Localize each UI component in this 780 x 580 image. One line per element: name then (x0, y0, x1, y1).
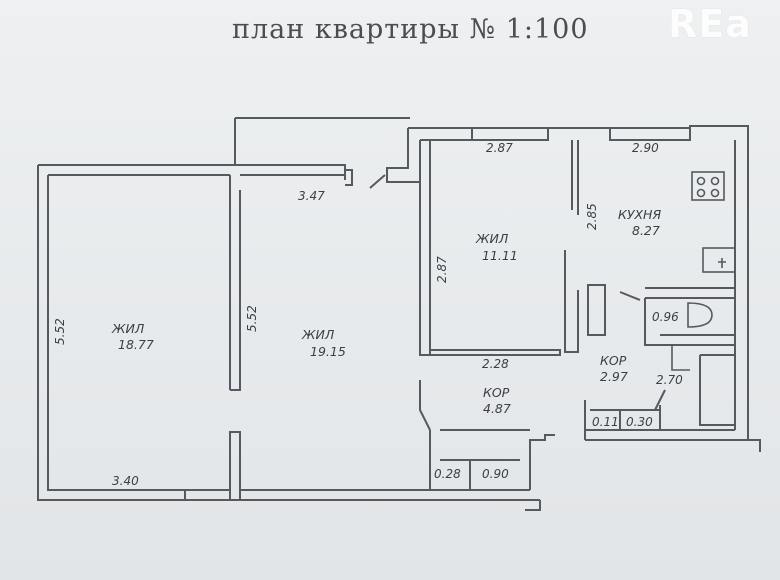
dimension-label: 2.28 (482, 357, 509, 371)
room-name: КОР (483, 385, 510, 400)
room-name: ЖИЛ (301, 327, 335, 342)
wall-left-inner (47, 175, 75, 491)
door-kitchen (619, 291, 641, 301)
door-swing (369, 174, 386, 189)
door-right (654, 389, 666, 411)
washbasin-icon (671, 345, 690, 371)
wall-jog (386, 128, 421, 183)
burner-icon (696, 188, 706, 198)
wall-bottom-seg (185, 489, 230, 501)
wall-bottom-notch (525, 434, 555, 511)
watermark-logo: REa (668, 2, 752, 46)
dimension-label: 2.85 (585, 203, 599, 230)
dimension-label: 5.52 (245, 305, 259, 332)
wall-bath-top (645, 287, 735, 299)
dimension-label: 2.87 (486, 141, 513, 155)
room-name: КОР (600, 353, 627, 368)
wall-bottom-right (585, 429, 748, 441)
burner-icon (696, 176, 706, 186)
walls (37, 117, 761, 511)
room-area: 11.11 (482, 248, 518, 263)
room-name: ЖИЛ (475, 231, 509, 246)
room-area: 4.87 (483, 401, 511, 416)
bath-tub (699, 354, 735, 426)
wall-top-left-outer (38, 164, 346, 180)
wall-bath-mid (660, 334, 735, 346)
dimension-label: 0.90 (482, 467, 509, 481)
wall-bottom-mid (240, 489, 540, 501)
wall-partition-2 (419, 140, 431, 356)
closet-walls (429, 429, 530, 490)
door-corridor (419, 380, 431, 431)
wall-stub (345, 169, 353, 186)
plan-title: план квартиры № 1:100 (232, 14, 589, 45)
balcony-frame (234, 117, 410, 165)
wall-column (587, 284, 606, 336)
wall-bath-left (644, 298, 660, 346)
dimension-labels: 5.52 5.52 3.40 3.47 2.87 2.87 2.90 2.85 … (53, 141, 683, 488)
dimension-label: 0.96 (652, 310, 679, 324)
dimension-label: 3.40 (112, 474, 139, 488)
wall-kitchen-left (571, 140, 579, 215)
room-name: ЖИЛ (111, 321, 145, 336)
tap-icon (718, 258, 726, 268)
dimension-label: 0.28 (434, 467, 461, 481)
wall-right-outer (734, 140, 761, 452)
burner-icon (710, 188, 720, 198)
wall-partition-3 (430, 349, 561, 356)
room-area: 18.77 (118, 337, 154, 352)
room-name: КУХНЯ (618, 207, 661, 222)
stove-icon (691, 171, 725, 201)
dimension-label: 0.30 (626, 415, 653, 429)
dimension-label: 5.52 (53, 318, 67, 345)
dimension-label: 2.70 (656, 373, 683, 387)
wall-partition-1b (230, 190, 241, 391)
room-area: 8.27 (632, 223, 660, 238)
dimension-label: 2.90 (632, 141, 659, 155)
wall-left-outer (37, 165, 75, 501)
wall-kitchen-lower (564, 250, 579, 353)
toilet-icon (687, 302, 713, 328)
room-area: 19.15 (310, 344, 346, 359)
fixtures (671, 171, 736, 371)
closet-split (440, 459, 520, 490)
sink-icon (702, 247, 736, 273)
window-bottom-left (75, 489, 186, 501)
wall-partition-1c (229, 431, 241, 501)
dimension-label: 0.11 (592, 415, 619, 429)
room-area: 2.97 (600, 369, 628, 384)
dimension-label: 3.47 (298, 189, 325, 203)
burner-icon (710, 176, 720, 186)
wall-top-right-outer (408, 125, 749, 141)
dimension-label: 2.87 (435, 256, 449, 283)
room-labels: ЖИЛ 18.77 ЖИЛ 19.15 ЖИЛ 11.11 КУХНЯ 8.27… (111, 207, 661, 416)
